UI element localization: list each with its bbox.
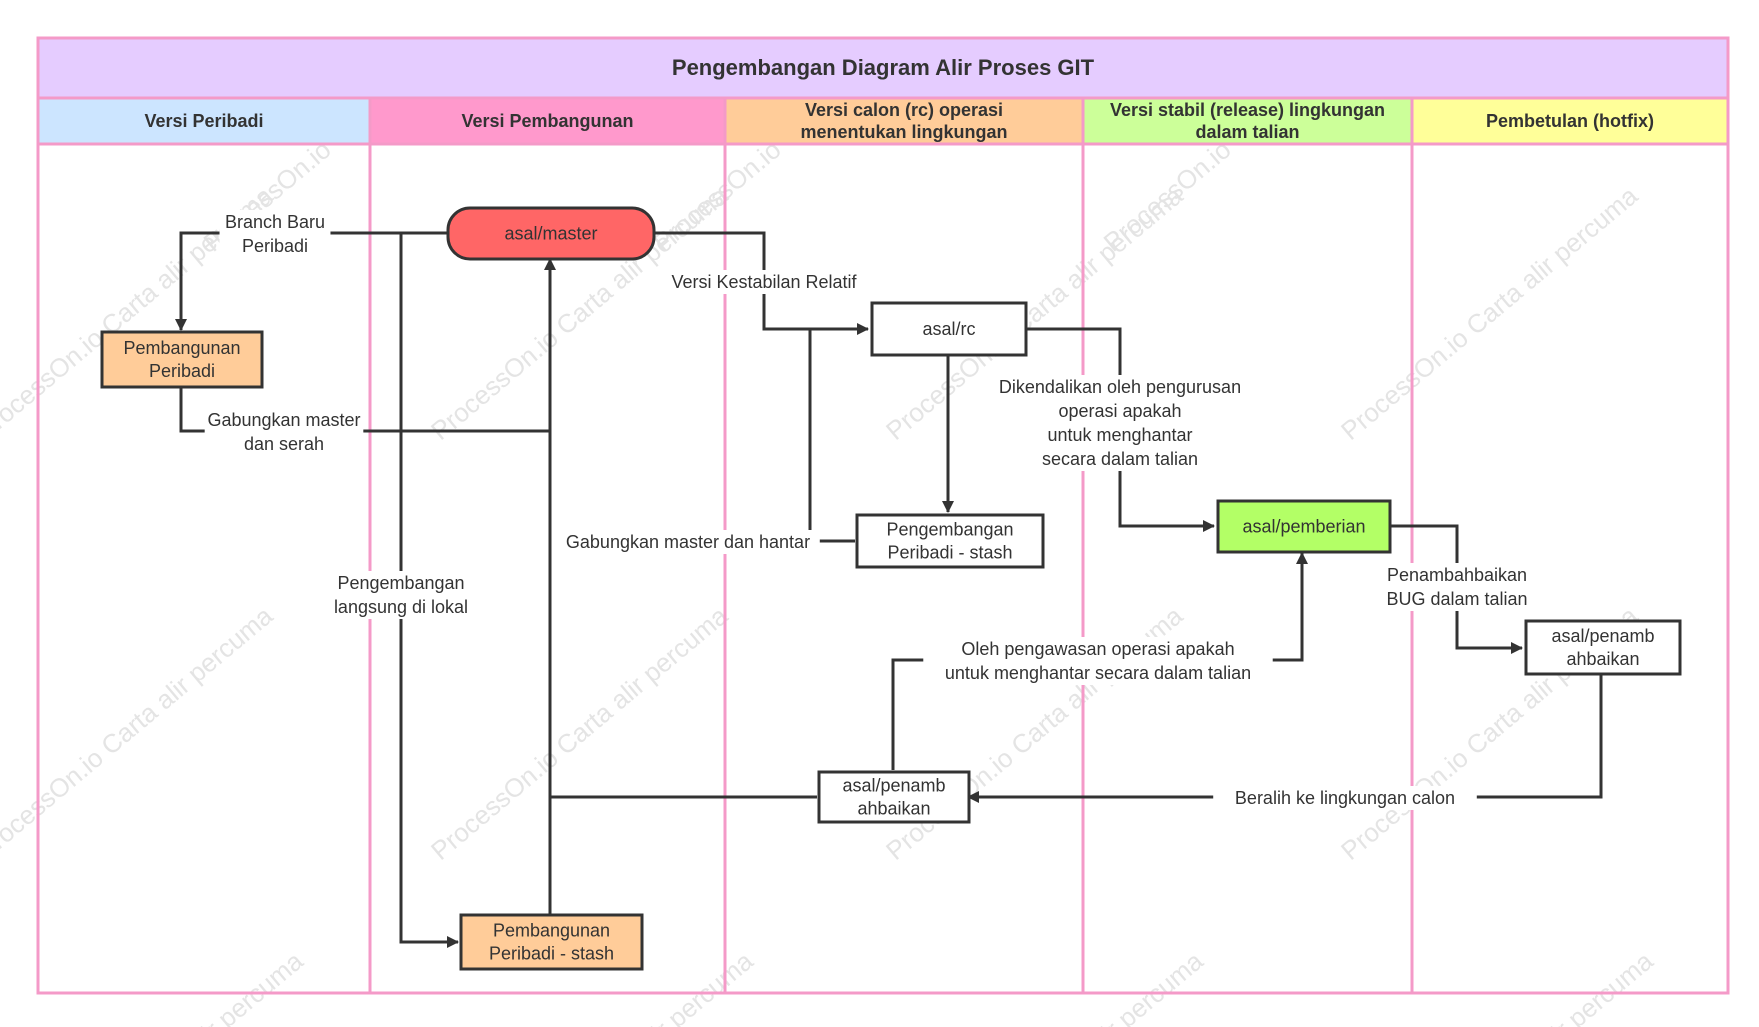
edge-label-calon: Beralih ke lingkungan calon — [1213, 786, 1477, 810]
edge-label-bg — [923, 637, 1273, 685]
edge-label-bg — [1213, 786, 1477, 810]
diagram-title-bar — [36, 36, 1730, 100]
node-shape[interactable] — [100, 330, 264, 389]
lane-body-release — [1081, 142, 1414, 995]
edge-label-bg — [316, 571, 486, 619]
lane-title-pembangunan: Versi Pembangunan — [461, 111, 633, 131]
diagram-title: Pengembangan Diagram Alir Proses GIT — [672, 55, 1095, 80]
node-rc[interactable]: asal/rc — [870, 301, 1028, 357]
edge-label-text: Beralih ke lingkungan calon — [1235, 788, 1455, 808]
watermark-text: alir percuma — [180, 945, 309, 1027]
node-shape[interactable] — [1216, 499, 1392, 554]
edge-label-text: Gabungkan master dan hantar — [566, 532, 810, 552]
node-shape[interactable] — [1524, 619, 1682, 676]
watermark-text: alir percuma — [630, 945, 759, 1027]
lane-header-hotfix — [1410, 96, 1730, 146]
edge-merge-serah — [179, 388, 550, 433]
edge-hantar — [808, 329, 855, 543]
watermark-text: ProcessOn.io Carta alir percuma — [1335, 180, 1644, 446]
lane-title-peribadi: Versi Peribadi — [144, 111, 263, 131]
edge-label-bg — [646, 270, 882, 294]
node-shape[interactable] — [870, 301, 1028, 357]
watermark-text: alir percuma — [1530, 945, 1659, 1027]
watermark-text: ProcessOn.io Carta alir percuma — [0, 600, 279, 866]
watermark-text: ProcessOn.io Carta alir percuma — [425, 600, 734, 866]
edge-calon — [967, 675, 1603, 803]
node-master[interactable]: asal/master — [446, 206, 656, 261]
lanes: Versi Peribadi Versi Pembangunan Versi cal… — [36, 96, 1730, 995]
lane-title-hotfix: Pembetulan (hotfix) — [1486, 111, 1654, 131]
edge-label-hantar: Gabungkan master dan hantar — [556, 530, 820, 554]
edge-label-bg — [204, 408, 364, 456]
lane-body-peribadi — [36, 142, 372, 995]
swimlane-frame: Pengembangan Diagram Alir Proses GIT Ver… — [36, 36, 1730, 995]
node-shape[interactable] — [446, 206, 656, 261]
edge-label-text: Versi Kestabilan Relatif — [671, 272, 857, 292]
node-label: asal/rc — [922, 319, 975, 339]
node-shape[interactable] — [817, 770, 971, 824]
node-label: asal/pemberian — [1242, 517, 1365, 537]
node-shape[interactable] — [459, 913, 644, 971]
watermark-text: alir percuma — [1080, 945, 1209, 1027]
edge-label-kestabilan: Versi Kestabilan Relatif — [646, 270, 882, 294]
node-shape[interactable] — [855, 513, 1045, 569]
edge-label-bg — [219, 210, 331, 258]
edge-label-bg — [1377, 563, 1537, 611]
node-pemberian[interactable]: asal/pemberian — [1216, 499, 1392, 554]
node-label: asal/master — [504, 224, 597, 244]
lane-header-release — [1081, 96, 1414, 146]
edge-branch-baru — [175, 231, 448, 331]
lane-header-peribadi — [36, 96, 372, 146]
edge-label-bg — [556, 530, 820, 554]
edge-label-bg — [983, 375, 1257, 471]
